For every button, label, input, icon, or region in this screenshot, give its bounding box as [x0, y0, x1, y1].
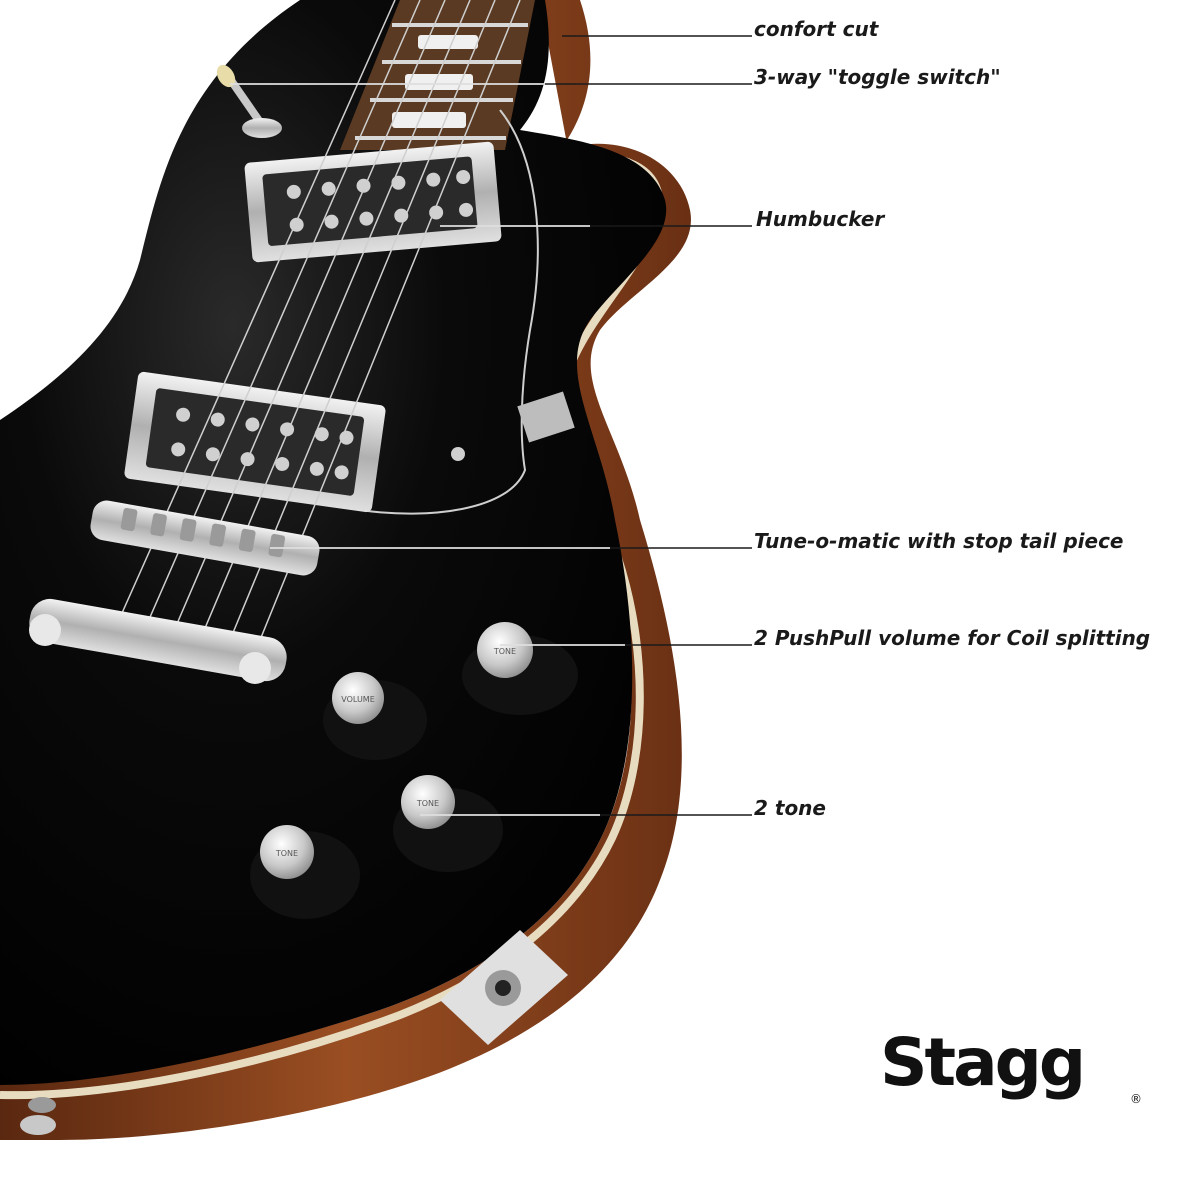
callout-tone: 2 tone	[754, 796, 826, 820]
strap-button-icon	[20, 1097, 56, 1135]
callout-lines-on-dark	[230, 83, 625, 816]
callout-comfort-cut: confort cut	[754, 17, 879, 41]
neck-humbucker	[244, 141, 502, 263]
callout-humbucker: Humbucker	[756, 207, 885, 231]
knob-label: TONE	[275, 849, 298, 858]
tone-knob-2: TONE	[250, 825, 360, 919]
tune-o-matic-bridge	[90, 500, 320, 576]
registered-mark: ®	[1130, 1092, 1142, 1106]
stagg-logo: Stagg	[880, 1024, 1086, 1101]
knob-label: VOLUME	[341, 695, 375, 704]
volume-knob-1: TONE	[462, 622, 578, 715]
callout-tune-o-matic: Tune-o-matic with stop tail piece	[754, 529, 1124, 553]
callout-pushpull-volume: 2 PushPull volume for Coil splitting	[754, 626, 1151, 650]
knob-label: TONE	[493, 647, 516, 656]
volume-knob-2: VOLUME	[323, 672, 427, 760]
callout-toggle-switch: 3-way "toggle switch"	[754, 65, 1001, 89]
pickguard-screw	[451, 447, 465, 461]
guitar-body-top	[0, 0, 667, 1085]
strap-plate	[517, 391, 575, 443]
knob-label: TONE	[416, 799, 439, 808]
output-jack-icon	[440, 930, 568, 1045]
stop-tailpiece	[29, 598, 287, 684]
tone-knob-1: TONE	[393, 775, 503, 872]
pickguard-outline	[359, 109, 539, 515]
